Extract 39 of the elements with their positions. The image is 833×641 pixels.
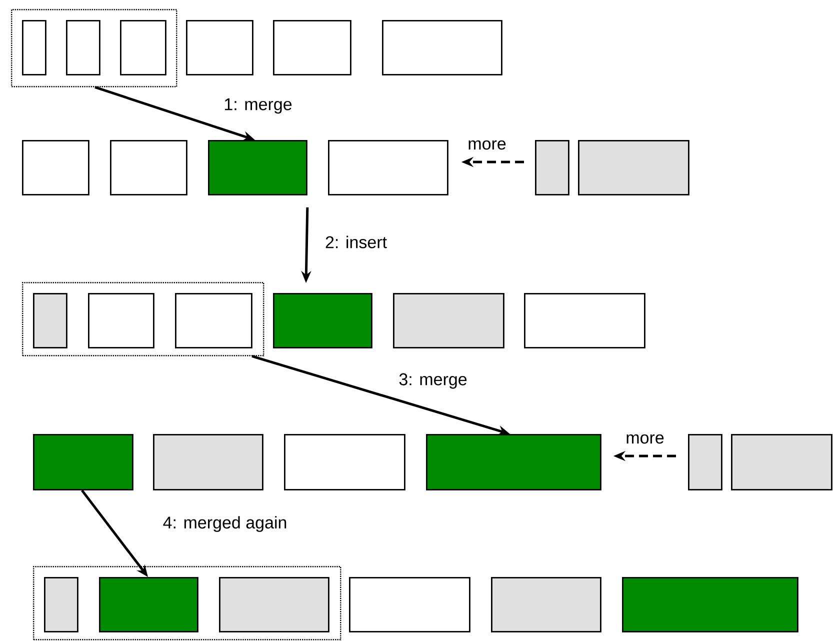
block (578, 140, 690, 196)
edge-label: 2: insert (324, 234, 388, 250)
block (110, 140, 188, 196)
edge-label: 4: merged again (162, 515, 288, 533)
block (273, 20, 352, 76)
block (44, 577, 78, 632)
block (688, 434, 722, 490)
block (186, 20, 254, 76)
block (175, 293, 252, 348)
block (328, 140, 448, 196)
block (273, 293, 372, 348)
block (426, 434, 602, 490)
block (491, 577, 602, 632)
block (153, 434, 264, 490)
block (382, 20, 502, 76)
block (284, 434, 406, 490)
edge-label: more (624, 433, 666, 445)
block (22, 20, 46, 76)
block (99, 577, 198, 632)
block (622, 577, 798, 632)
block (349, 577, 470, 632)
group-outline (22, 282, 264, 356)
block (208, 140, 308, 196)
block (731, 434, 832, 490)
block (393, 293, 504, 348)
edge-label: 1: merge (222, 97, 294, 115)
block (33, 434, 134, 490)
block (524, 293, 646, 348)
edge-label: 3: merge (398, 372, 468, 390)
group-outline (11, 9, 178, 88)
edge-label: more (466, 139, 508, 151)
group-outline (33, 566, 342, 640)
block (120, 20, 166, 76)
block (219, 577, 330, 632)
block (66, 20, 100, 76)
block (88, 293, 154, 348)
block (22, 140, 90, 196)
block (535, 140, 570, 196)
block (33, 293, 68, 348)
